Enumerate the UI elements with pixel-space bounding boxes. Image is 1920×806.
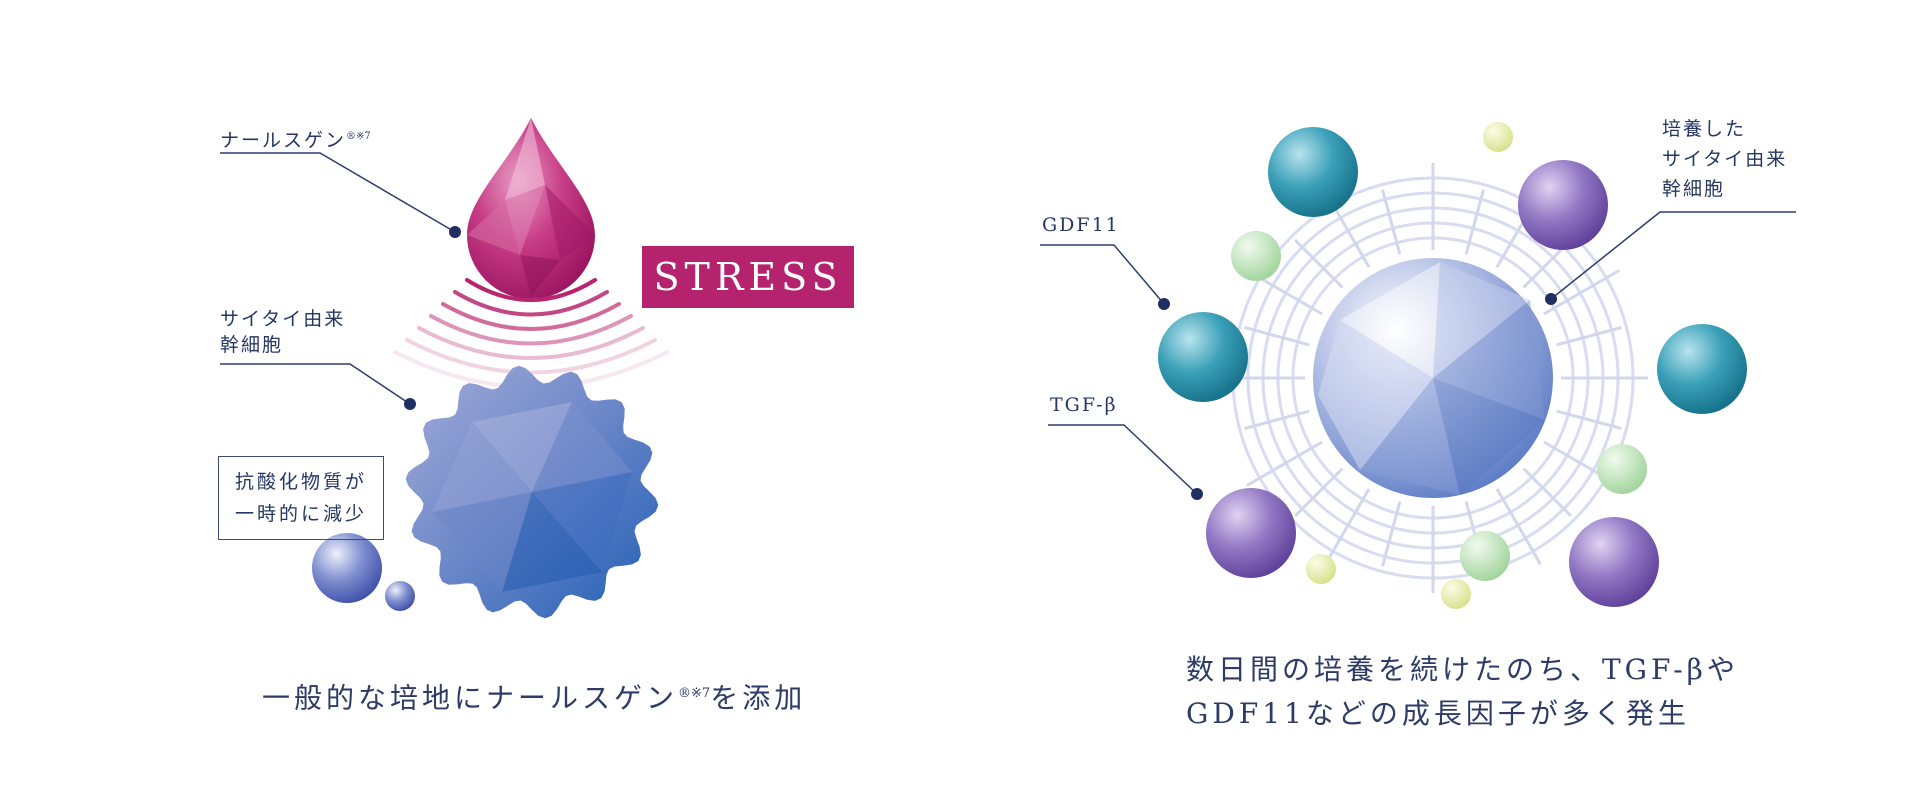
tgf-label: TGF-β [1050, 392, 1118, 418]
sphere-icon [1597, 444, 1647, 494]
sphere-icon [1158, 312, 1248, 402]
sphere-icon [385, 581, 415, 611]
right-caption-line2: GDF11などの成長因子が多く発生 [1186, 692, 1739, 736]
sphere-icon [1657, 324, 1747, 414]
stem-label-line1: サイタイ由来 [220, 306, 345, 332]
pointer-dot [449, 226, 461, 238]
sphere-icon [1231, 231, 1281, 281]
naru-label-text: ナールスゲン [220, 129, 346, 151]
cultured-line3: 幹細胞 [1662, 174, 1787, 204]
cultured-line1: 培養した [1662, 114, 1787, 144]
stress-badge: STRESS [642, 246, 854, 308]
left-caption-sup: ®※7 [678, 686, 710, 701]
naru-label-sup: ®※7 [346, 131, 371, 142]
sphere-icon [1441, 579, 1471, 609]
sphere-icon [1460, 531, 1510, 581]
antioxidant-line1: 抗酸化物質が [235, 466, 367, 498]
pointer-dot [1191, 488, 1203, 500]
sphere-icon [1268, 127, 1358, 217]
gdf-label: GDF11 [1042, 212, 1120, 238]
sphere-icon [1306, 554, 1336, 584]
left-caption: 一般的な培地にナールスゲン®※7を添加 [262, 672, 806, 720]
antioxidant-box: 抗酸化物質が 一時的に減少 [218, 456, 384, 540]
right-caption: 数日間の培養を続けたのち、TGF-βや GDF11などの成長因子が多く発生 [1186, 648, 1739, 736]
pointer-dot [404, 398, 416, 410]
right-caption-line1: 数日間の培養を続けたのち、TGF-βや [1186, 648, 1739, 692]
drop-icon [467, 118, 595, 299]
sphere-icon [1313, 258, 1553, 498]
stem-label: サイタイ由来 幹細胞 [220, 306, 345, 358]
left-caption-tail: を添加 [710, 681, 806, 714]
sphere-icon [1518, 160, 1608, 250]
naru-label: ナールスゲン®※7 [220, 124, 371, 153]
cultured-label: 培養した サイタイ由来 幹細胞 [1662, 114, 1787, 204]
cell-icon [406, 366, 659, 619]
sphere-icon [1483, 122, 1513, 152]
antioxidant-line2: 一時的に減少 [235, 498, 367, 530]
pointer-dot [1545, 293, 1557, 305]
cultured-line2: サイタイ由来 [1662, 144, 1787, 174]
pointer-dot [1158, 298, 1170, 310]
sphere-icon [312, 533, 382, 603]
left-caption-main: 一般的な培地にナールスゲン [262, 681, 678, 714]
stem-label-line2: 幹細胞 [220, 332, 345, 358]
leader-lines-left [220, 153, 455, 404]
sphere-icon [1569, 517, 1659, 607]
sphere-icon [1206, 488, 1296, 578]
